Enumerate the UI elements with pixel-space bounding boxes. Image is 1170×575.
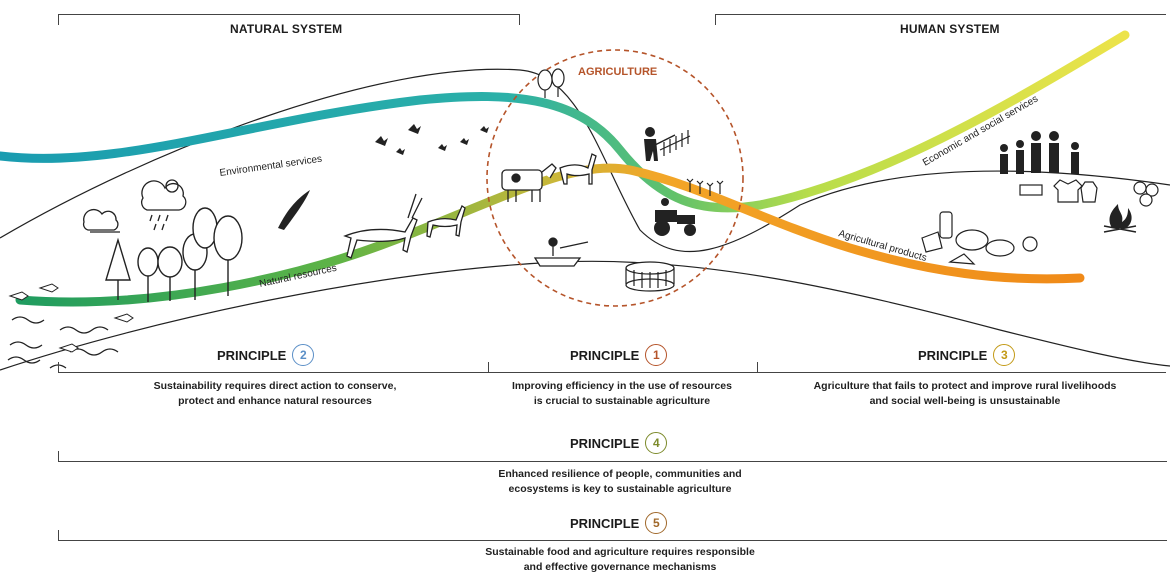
environmental-services-ribbon <box>0 30 1130 213</box>
principle-1-label: PRINCIPLE <box>570 347 640 363</box>
human-system-title: HUMAN SYSTEM <box>900 22 1000 36</box>
birds-icon <box>375 124 489 155</box>
hill-line <box>0 68 1170 253</box>
principle-1-bracket <box>488 362 758 373</box>
bird-of-prey-icon <box>278 190 310 230</box>
principle-3-text-line1: Agriculture that fails to protect and im… <box>813 380 1117 392</box>
food-products-icon <box>921 211 1038 265</box>
principle-5-text-line1: Sustainable food and agriculture require… <box>485 546 755 558</box>
principle-4-text: Enhanced resilience of people, communiti… <box>400 467 840 497</box>
principle-4-number: 4 <box>645 432 668 454</box>
principle-4-bracket <box>58 451 1167 462</box>
principle-5-label: PRINCIPLE <box>570 515 640 531</box>
goods-icon <box>1019 179 1098 203</box>
cow-icon <box>501 163 557 202</box>
principle-3-number: 3 <box>993 344 1016 366</box>
cloud-rain-icon <box>141 179 187 231</box>
principle-1-text-line1: Improving efficiency in the use of resou… <box>512 380 732 392</box>
principle-2-text-line1: Sustainability requires direct action to… <box>153 380 397 392</box>
antelope-icon <box>343 193 423 259</box>
principle-5-text: Sustainable food and agriculture require… <box>400 545 840 575</box>
principle-5-number: 5 <box>645 512 668 534</box>
principle-2-number: 2 <box>292 344 315 366</box>
principle-3-bracket <box>756 362 1166 373</box>
principle-5-bracket <box>58 530 1167 541</box>
goat-icon <box>559 153 597 185</box>
principle-2-text-line2: protect and enhance natural resources <box>178 395 372 407</box>
principle-3-text: Agriculture that fails to protect and im… <box>770 379 1160 409</box>
principle-2-heading: PRINCIPLE 2 <box>217 344 315 366</box>
principle-2-label: PRINCIPLE <box>217 347 287 363</box>
fence-icon <box>659 130 691 156</box>
natural-resources-ribbon <box>15 163 1085 307</box>
firewood-icon <box>1133 181 1159 207</box>
principle-3-label: PRINCIPLE <box>918 347 988 363</box>
principle-2-text: Sustainability requires direct action to… <box>95 379 455 409</box>
principle-4-text-line2: ecosystems is key to sustainable agricul… <box>508 483 732 495</box>
deer-icon <box>426 205 466 238</box>
principle-3-heading: PRINCIPLE 3 <box>918 344 1016 366</box>
principle-4-label: PRINCIPLE <box>570 435 640 451</box>
fire-icon <box>1103 204 1137 233</box>
agriculture-circle <box>486 49 744 307</box>
principle-5-text-line2: and effective governance mechanisms <box>523 561 717 573</box>
principle-3-text-line2: and social well-being is unsustainable <box>869 395 1061 407</box>
tractor-icon <box>654 198 696 236</box>
fish-cage-icon <box>625 261 675 292</box>
family-icon <box>1000 131 1079 174</box>
principle-1-text: Improving efficiency in the use of resou… <box>488 379 756 409</box>
ground-line <box>0 260 1170 371</box>
agriculture-label: AGRICULTURE <box>578 66 657 78</box>
principle-1-number: 1 <box>645 344 668 366</box>
principle-5-heading: PRINCIPLE 5 <box>570 512 668 534</box>
fishing-boat-icon <box>533 237 589 267</box>
tree-icon <box>537 68 565 98</box>
forest-icon <box>105 207 243 302</box>
principle-4-text-line1: Enhanced resilience of people, communiti… <box>498 468 742 480</box>
principle-2-bracket <box>58 362 489 373</box>
fish-icon <box>8 283 134 353</box>
cloud-icon <box>82 208 120 233</box>
principle-1-text-line2: is crucial to sustainable agriculture <box>533 395 711 407</box>
human-system-bracket <box>715 14 1166 25</box>
farmer-icon <box>644 127 676 161</box>
principle-1-heading: PRINCIPLE 1 <box>570 344 668 366</box>
environmental-services-label: Environmental services <box>219 154 323 179</box>
principle-4-heading: PRINCIPLE 4 <box>570 432 668 454</box>
natural-system-title: NATURAL SYSTEM <box>230 22 343 36</box>
water-waves-icon <box>7 316 119 369</box>
crops-icon <box>686 178 724 196</box>
natural-system-bracket <box>58 14 520 25</box>
